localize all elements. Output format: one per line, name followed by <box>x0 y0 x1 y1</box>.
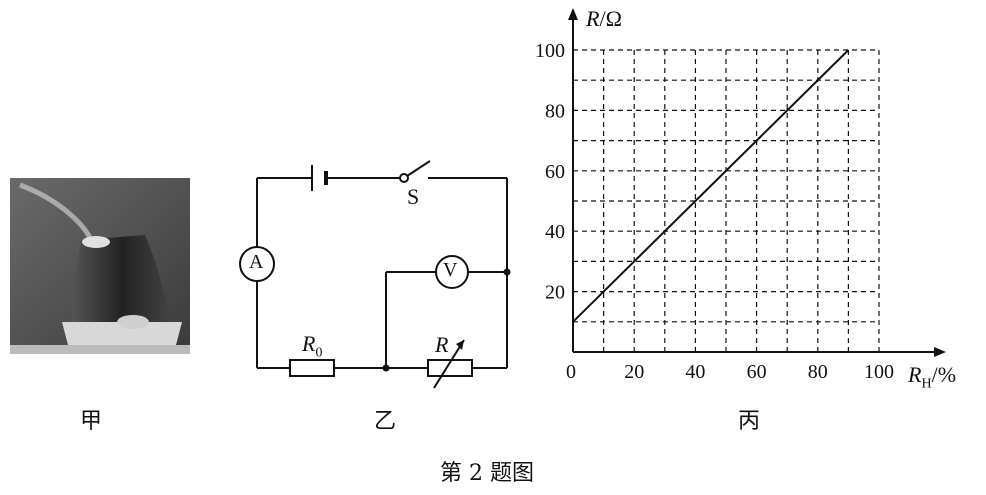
x-axis-arrow <box>934 347 946 357</box>
caption-jia: 甲 <box>80 409 103 434</box>
fixed-resistor <box>289 359 335 377</box>
ammeter-circle <box>239 246 275 282</box>
series-line <box>572 49 850 323</box>
chart-ticks: 0 20 40 60 80 100 20 40 60 80 100 <box>535 40 894 383</box>
y-axis-label: R/Ω <box>586 6 622 31</box>
x-tick-label: 20 <box>624 361 644 383</box>
chart-axes <box>568 8 946 357</box>
ammeter-label: A <box>249 251 264 273</box>
x-tick-label: 40 <box>685 361 705 383</box>
variable-resistor <box>427 359 473 377</box>
junction-dot <box>382 364 390 372</box>
switch-lever <box>406 160 431 177</box>
x-tick-label: 60 <box>747 361 767 383</box>
voltmeter-label: V <box>443 259 458 281</box>
x-tick-label: 80 <box>808 361 828 383</box>
y-tick-label: 20 <box>545 282 565 304</box>
fixed-resistor-label: R0 <box>302 331 323 361</box>
chart-grid <box>573 49 880 352</box>
y-tick-label: 100 <box>535 40 565 62</box>
y-axis-arrow <box>568 8 578 20</box>
y-tick-label: 80 <box>545 100 565 122</box>
y-tick-label: 60 <box>545 161 565 183</box>
y-tick-label: 40 <box>545 221 565 243</box>
caption-bing: 丙 <box>738 409 761 434</box>
x-axis-label: RH/% <box>908 362 957 392</box>
variable-resistor-label: R <box>435 332 449 357</box>
x-tick-label: 100 <box>864 361 894 383</box>
switch-label: S <box>407 184 420 209</box>
caption-yi: 乙 <box>374 409 397 434</box>
variable-resistor-arrow <box>433 339 465 389</box>
x-tick-label: 0 <box>566 361 576 383</box>
junction-dot <box>503 268 511 276</box>
figure-caption: 第 2 题图 <box>440 461 534 486</box>
chart-series <box>572 49 850 323</box>
voltmeter-circle <box>435 255 469 289</box>
